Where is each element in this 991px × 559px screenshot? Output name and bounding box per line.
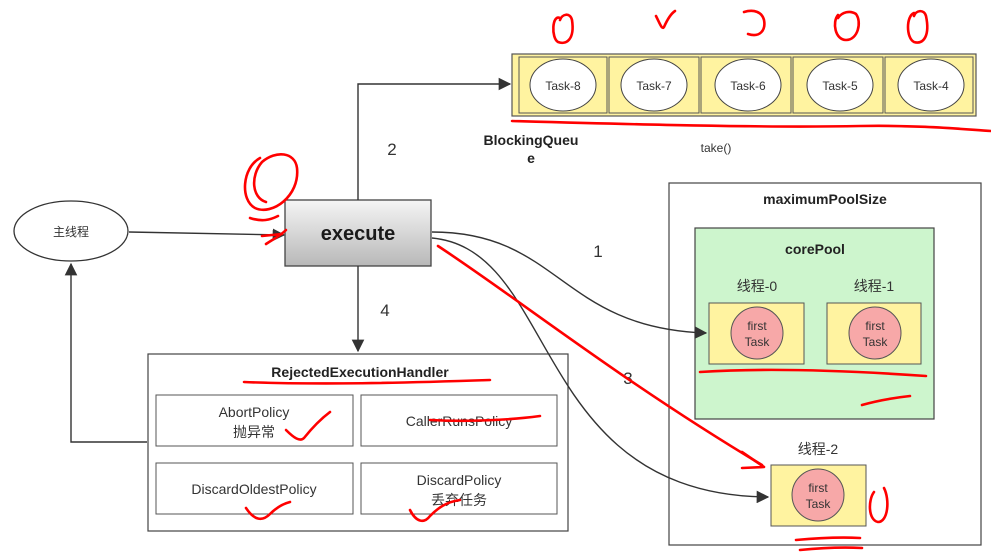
task-line2: Task bbox=[806, 497, 832, 511]
core-thread-0: 线程-0 first Task bbox=[708, 278, 805, 365]
annotation-underline-short bbox=[860, 394, 912, 407]
task-line1: first bbox=[865, 319, 885, 333]
queue-slot-5: Task-4 bbox=[884, 56, 974, 114]
queue-task-label: Task-8 bbox=[545, 79, 581, 93]
annotation-scribble bbox=[243, 153, 299, 211]
annotation-zero-mark bbox=[833, 10, 860, 42]
annotation-zero-mark bbox=[868, 486, 889, 524]
annotation-underline-core-pool bbox=[698, 368, 928, 378]
maximum-pool-title: maximumPoolSize bbox=[763, 191, 887, 207]
maximum-pool: maximumPoolSize corePool 线程-0 first Task… bbox=[668, 182, 982, 546]
main-thread-node: 主线程 bbox=[13, 200, 129, 262]
queue-slot-4: Task-5 bbox=[792, 56, 884, 114]
rejected-execution-handler: RejectedExecutionHandler AbortPolicy 抛异常… bbox=[147, 353, 569, 532]
core-thread-1: 线程-1 first Task bbox=[826, 278, 922, 365]
annotation-underline-caller-runs bbox=[428, 414, 542, 423]
main-thread-label: 主线程 bbox=[53, 224, 89, 239]
annotation-underline-queue bbox=[510, 119, 991, 133]
arrow-handler-to-main bbox=[64, 262, 147, 443]
arrow-execute-to-extra-thread bbox=[431, 237, 770, 504]
thread-name: 线程-2 bbox=[798, 441, 839, 457]
queue-slot-2: Task-7 bbox=[608, 56, 700, 114]
step-label-4: 4 bbox=[380, 301, 389, 320]
step-label-1: 1 bbox=[593, 242, 602, 261]
queue-slot-1: Task-8 bbox=[518, 56, 608, 114]
task-line1: first bbox=[808, 481, 828, 495]
annotation-check-mark bbox=[260, 228, 288, 246]
blocking-queue: Task-8 Task-7 Task-6 Task-5 Task-4 Block… bbox=[484, 53, 977, 166]
policy-name: DiscardOldestPolicy bbox=[191, 481, 316, 497]
task-line2: Task bbox=[745, 335, 771, 349]
queue-task-label: Task-7 bbox=[636, 79, 672, 93]
arrow-execute-to-core-pool bbox=[431, 231, 708, 339]
policy-name: DiscardPolicy bbox=[417, 472, 502, 488]
queue-slot-3: Task-6 bbox=[700, 56, 792, 114]
queue-task-label: Task-5 bbox=[822, 79, 858, 93]
annotation-double-underline bbox=[794, 536, 864, 552]
queue-take-method: take() bbox=[701, 141, 732, 155]
arrow-main-to-execute bbox=[128, 228, 286, 242]
thread-name: 线程-0 bbox=[737, 278, 778, 294]
handler-title: RejectedExecutionHandler bbox=[271, 364, 449, 380]
policy-desc: 抛异常 bbox=[233, 424, 275, 440]
queue-name-line1: BlockingQueu bbox=[484, 132, 579, 148]
annotation-red-arrow bbox=[436, 244, 764, 467]
execute-node: execute bbox=[284, 199, 432, 267]
annotation-zero-mark bbox=[552, 13, 574, 45]
annotation-underline-handler bbox=[242, 378, 492, 385]
step-label-2: 2 bbox=[387, 140, 396, 159]
queue-task-label: Task-6 bbox=[730, 79, 766, 93]
queue-name-line2: e bbox=[527, 150, 535, 166]
thread-name: 线程-1 bbox=[854, 278, 895, 294]
policy-abort: AbortPolicy 抛异常 bbox=[155, 394, 354, 447]
annotation-underline-short bbox=[248, 214, 280, 222]
annotation-check-mark bbox=[654, 9, 677, 30]
execute-label: execute bbox=[321, 223, 396, 245]
policy-discard-oldest: DiscardOldestPolicy bbox=[155, 462, 354, 515]
core-pool-title: corePool bbox=[785, 241, 845, 257]
red-annotations bbox=[242, 9, 991, 552]
annotation-zero-mark bbox=[906, 9, 929, 44]
annotation-check-mark bbox=[284, 410, 332, 441]
annotation-check-mark bbox=[408, 498, 462, 523]
connectors bbox=[64, 77, 770, 504]
queue-task-label: Task-4 bbox=[913, 79, 949, 93]
task-line1: first bbox=[747, 319, 767, 333]
annotation-red-arrowhead bbox=[740, 450, 766, 470]
policy-name: AbortPolicy bbox=[219, 404, 290, 420]
annotation-hook-mark bbox=[742, 9, 766, 37]
extra-thread-2: 线程-2 first Task bbox=[770, 441, 867, 527]
core-pool: corePool 线程-0 first Task 线程-1 first Task bbox=[694, 227, 935, 420]
annotation-check-mark bbox=[244, 500, 292, 521]
arrow-execute-to-queue bbox=[357, 77, 512, 200]
task-line2: Task bbox=[863, 335, 889, 349]
policy-discard: DiscardPolicy 丢弃任务 bbox=[360, 462, 558, 515]
